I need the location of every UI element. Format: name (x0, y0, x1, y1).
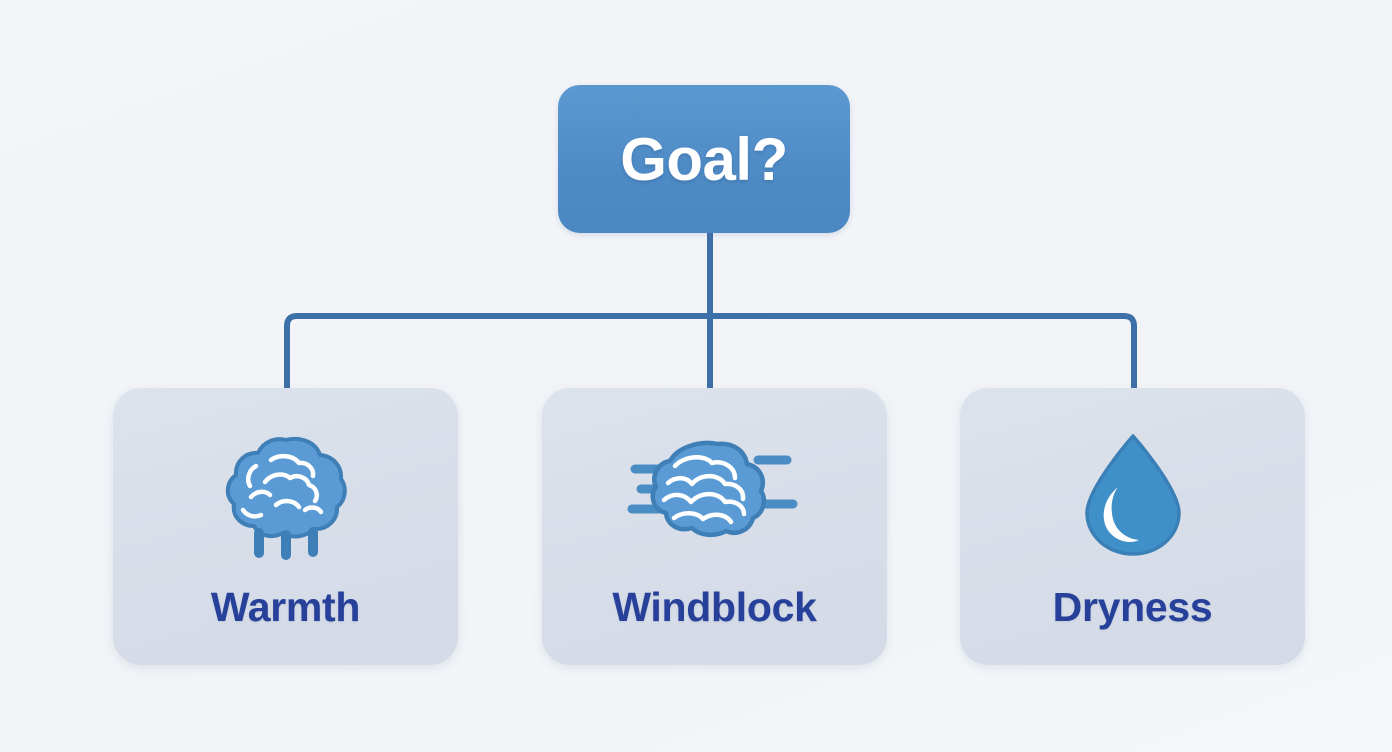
card-warmth-label: Warmth (210, 584, 361, 630)
water-droplet-icon (1078, 430, 1188, 562)
card-dryness[interactable]: Dryness (960, 388, 1305, 665)
card-windblock[interactable]: Windblock (542, 388, 887, 665)
card-dryness-label: Dryness (1052, 584, 1213, 630)
root-node-label: Goal? (620, 125, 788, 193)
root-node-goal[interactable]: Goal? (558, 85, 850, 233)
card-windblock-label: Windblock (612, 584, 817, 630)
card-warmth[interactable]: Warmth (113, 388, 458, 665)
wind-cloud-icon (627, 430, 802, 562)
wool-fleece-icon (221, 430, 351, 562)
